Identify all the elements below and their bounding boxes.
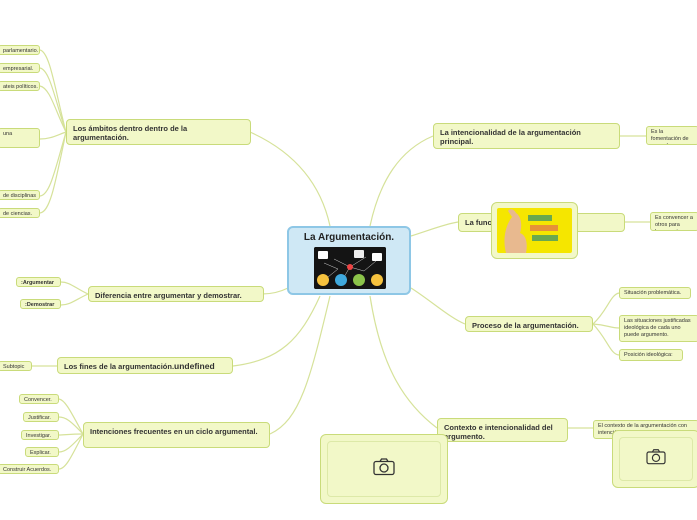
- camera-icon: [372, 457, 396, 482]
- subtopic-explicar[interactable]: Explicar.: [25, 447, 59, 457]
- image-placeholder[interactable]: [612, 430, 697, 488]
- topic-fines-suffix: undefined: [174, 361, 215, 371]
- subtopic[interactable]: Posición ideológica:: [619, 349, 683, 361]
- central-topic[interactable]: La Argumentación.: [287, 226, 411, 295]
- subtopic[interactable]: Situación problemática.: [619, 287, 691, 299]
- camera-icon: [645, 448, 667, 471]
- subtopic[interactable]: Es convencer a otros para lograr estos: [650, 212, 697, 231]
- subtopic[interactable]: de disciplinas: [0, 190, 40, 200]
- subtopic[interactable]: parlamentario.: [0, 45, 40, 55]
- topic-proceso[interactable]: Proceso de la argumentación.: [465, 316, 593, 332]
- topic-intencionalidad[interactable]: La intencionalidad de la argumentación p…: [433, 123, 620, 149]
- subtopic[interactable]: de ciencias.: [0, 208, 40, 218]
- subtopic-construir-acuerdos[interactable]: Construir Acuerdos.: [0, 464, 59, 474]
- funcion-image: [491, 202, 578, 259]
- topic-diferencia[interactable]: Diferencia entre argumentar y demostrar.: [88, 286, 264, 302]
- subtopic-convencer[interactable]: Convencer.: [19, 394, 59, 404]
- central-topic-image: [314, 247, 386, 289]
- subtopic-argumentar[interactable]: :Argumentar: [16, 277, 61, 287]
- topic-fines-label: Los fines de la argumentación.: [64, 362, 175, 371]
- subtopic[interactable]: ateis políticos.: [0, 81, 40, 91]
- topic-contexto[interactable]: Contexto e intencionalidad del argumento…: [437, 418, 568, 442]
- subtopic[interactable]: una: [0, 128, 40, 148]
- subtopic-demostrar[interactable]: :Demostrar: [20, 299, 61, 309]
- subtopic[interactable]: empresarial.: [0, 63, 40, 73]
- topic-fines[interactable]: Los fines de la argumentación.undefined: [57, 357, 233, 374]
- subtopic-investigar[interactable]: Investigar.: [21, 430, 59, 440]
- topic-ambitos[interactable]: Los ámbitos dentro dentro de la argument…: [66, 119, 251, 145]
- subtopic[interactable]: Las situaciones justificadas ideológica …: [619, 315, 697, 342]
- subtopic-justificar[interactable]: Justificar.: [23, 412, 59, 422]
- subtopic[interactable]: Subtopic: [0, 361, 32, 371]
- subtopic[interactable]: Es la fomentación de acuerdos con criter…: [646, 126, 697, 145]
- image-placeholder[interactable]: [320, 434, 448, 504]
- topic-intenciones[interactable]: Intenciones frecuentes en un ciclo argum…: [83, 422, 270, 448]
- central-topic-title: La Argumentación.: [303, 232, 395, 243]
